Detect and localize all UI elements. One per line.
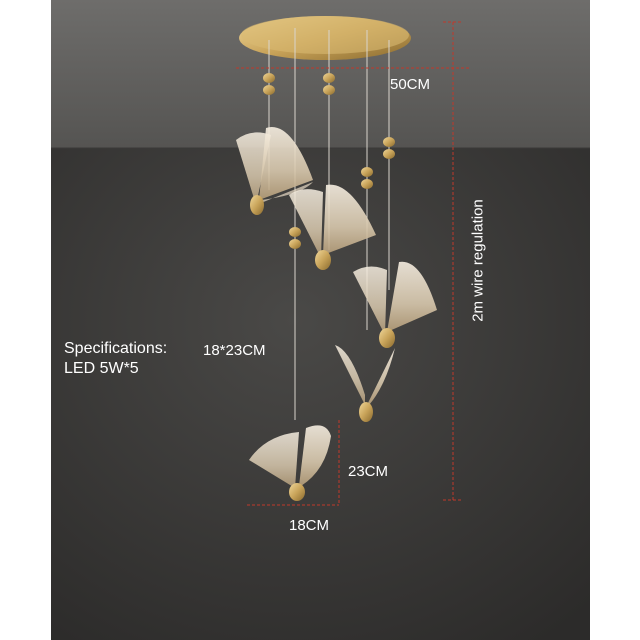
- width-dimension-label: 18CM: [289, 517, 330, 534]
- spec-title: Specifications:: [64, 340, 168, 357]
- height-dimension-label: 23CM: [348, 463, 389, 480]
- butterfly-pendant: [353, 261, 437, 348]
- brass-beads: [263, 73, 395, 249]
- butterfly-pendant: [335, 345, 395, 422]
- size-pair-label: 18*23CM: [203, 342, 266, 359]
- width-top-label: 50CM: [390, 76, 431, 93]
- spec-value: LED 5W*5: [64, 360, 139, 377]
- butterfly-pendant: [236, 127, 313, 215]
- butterfly-pendant: [289, 184, 376, 270]
- butterfly-pendant: [249, 425, 331, 501]
- product-photo: [51, 0, 590, 640]
- dimension-lines: [236, 21, 471, 506]
- wire-length-label: 2m wire regulation: [469, 199, 487, 322]
